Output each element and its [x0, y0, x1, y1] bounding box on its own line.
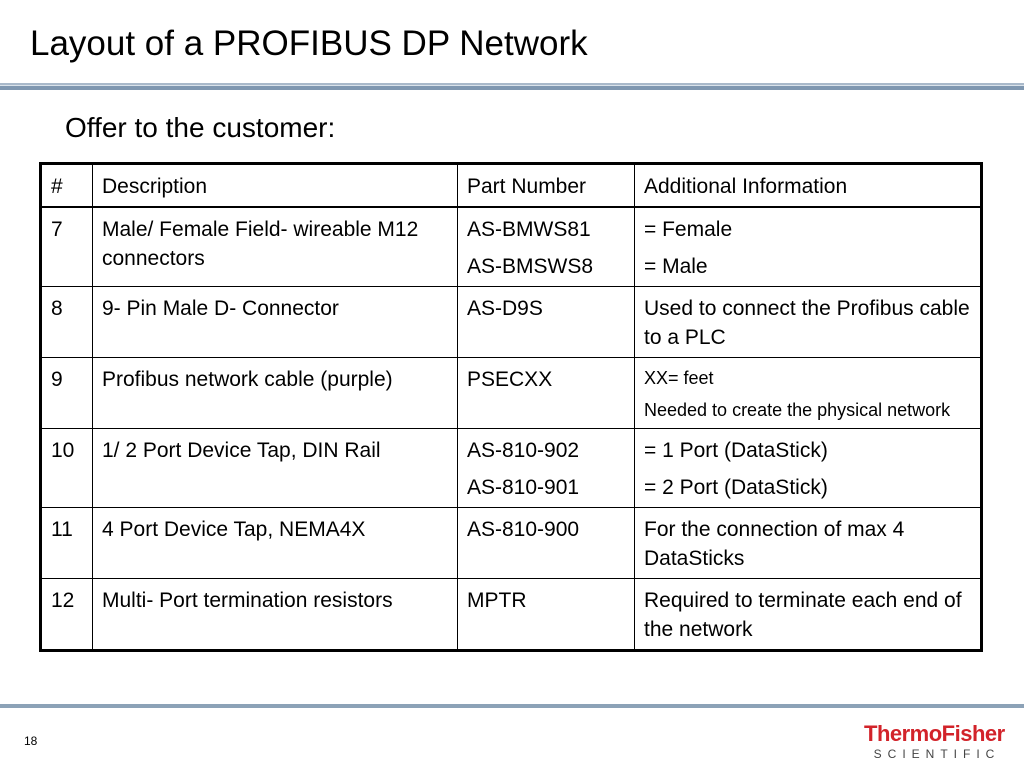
info-line: Used to connect the Profibus cable to a …	[644, 297, 970, 349]
row-description: 1/ 2 Port Device Tap, DIN Rail	[92, 428, 458, 508]
info-line: = 2 Port (DataStick)	[644, 476, 828, 499]
row-part-number: AS-BMWS81 AS-BMSWS8	[457, 206, 635, 287]
row-info: = Female = Male	[634, 206, 982, 287]
row-part-number: AS-D9S	[457, 286, 635, 358]
logo-tagline: SCIENTIFIC	[873, 747, 1001, 761]
thermo-fisher-logo: ThermoFisher SCIENTIFIC	[864, 721, 1005, 762]
row-part-number: AS-810-902 AS-810-901	[457, 428, 635, 508]
info-line: = 1 Port (DataStick)	[644, 439, 828, 462]
part-number: AS-BMSWS8	[467, 255, 594, 278]
header-additional-info: Additional Information	[634, 163, 982, 208]
row-num: 11	[40, 507, 93, 579]
table-row: 12 Multi- Port termination resistors MPT…	[40, 578, 982, 651]
row-num: 7	[40, 206, 93, 287]
slide-title: Layout of a PROFIBUS DP Network	[30, 24, 588, 63]
row-part-number: AS-810-900	[457, 507, 635, 579]
info-line: XX= feet	[644, 368, 714, 388]
offer-table: # Description Part Number Additional Inf…	[39, 162, 983, 652]
row-info: = 1 Port (DataStick) = 2 Port (DataStick…	[634, 428, 982, 508]
info-line: For the connection of max 4 DataSticks	[644, 518, 905, 570]
row-part-number: MPTR	[457, 578, 635, 651]
row-description: Male/ Female Field- wireable M12 connect…	[92, 206, 458, 287]
header-part-number: Part Number	[457, 163, 635, 208]
row-num: 8	[40, 286, 93, 358]
table-row: 8 9- Pin Male D- Connector AS-D9S Used t…	[40, 286, 982, 358]
part-number: PSECXX	[467, 368, 553, 391]
row-num: 10	[40, 428, 93, 508]
row-description: 4 Port Device Tap, NEMA4X	[92, 507, 458, 579]
info-line: = Male	[644, 255, 708, 278]
info-line: = Female	[644, 218, 733, 241]
slide-subtitle: Offer to the customer:	[65, 112, 336, 143]
row-description: Profibus network cable (purple)	[92, 357, 458, 429]
row-num: 12	[40, 578, 93, 651]
part-number: AS-810-900	[467, 518, 580, 541]
row-part-number: PSECXX	[457, 357, 635, 429]
row-info: XX= feet Needed to create the physical n…	[634, 357, 982, 429]
header-num: #	[40, 163, 93, 208]
footer-divider	[0, 704, 1024, 708]
table-row: 10 1/ 2 Port Device Tap, DIN Rail AS-810…	[40, 428, 982, 508]
info-line: Required to terminate each end of the ne…	[644, 589, 962, 641]
row-info: For the connection of max 4 DataSticks	[634, 507, 982, 579]
title-divider	[0, 83, 1024, 90]
part-number: AS-810-901	[467, 476, 580, 499]
logo-wordmark: ThermoFisher	[864, 721, 1005, 746]
row-description: Multi- Port termination resistors	[92, 578, 458, 651]
part-number: AS-BMWS81	[467, 218, 591, 241]
row-info: Required to terminate each end of the ne…	[634, 578, 982, 651]
header-description: Description	[92, 163, 458, 208]
row-description: 9- Pin Male D- Connector	[92, 286, 458, 358]
table-row: 7 Male/ Female Field- wireable M12 conne…	[40, 206, 982, 287]
table-header-row: # Description Part Number Additional Inf…	[40, 163, 982, 208]
info-line: Needed to create the physical network	[644, 400, 951, 420]
row-info: Used to connect the Profibus cable to a …	[634, 286, 982, 358]
part-number: AS-D9S	[467, 297, 543, 320]
part-number: MPTR	[467, 589, 527, 612]
page-number: 18	[24, 734, 38, 748]
row-num: 9	[40, 357, 93, 429]
table-row: 11 4 Port Device Tap, NEMA4X AS-810-900 …	[40, 507, 982, 579]
part-number: AS-810-902	[467, 439, 580, 462]
table-row: 9 Profibus network cable (purple) PSECXX…	[40, 357, 982, 429]
